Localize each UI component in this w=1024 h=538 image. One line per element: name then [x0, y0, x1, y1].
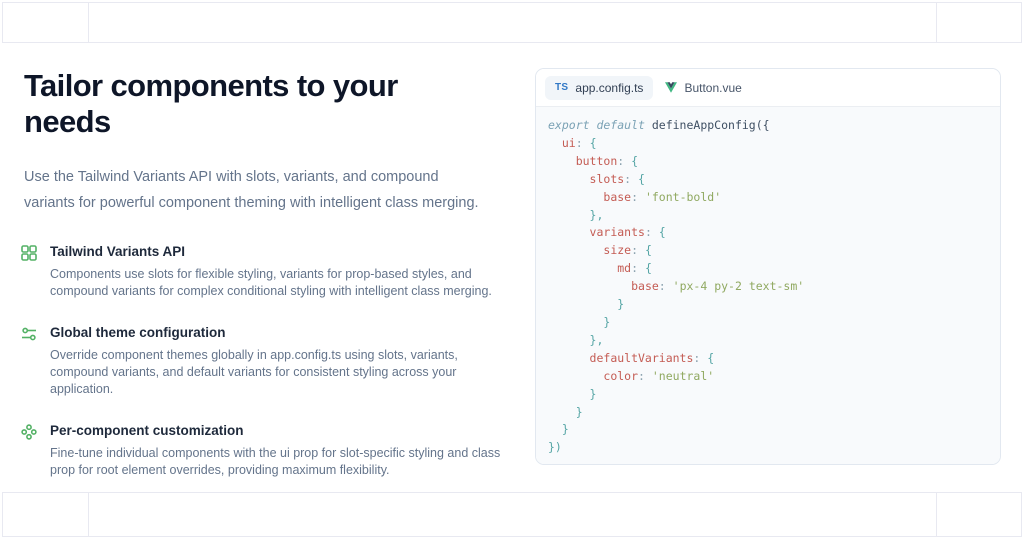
feature-title: Tailwind Variants API: [50, 244, 186, 259]
code-editor-card: TS app.config.ts Button.vue export defau…: [535, 68, 1001, 465]
grid-divider: [88, 3, 89, 42]
feature-title: Global theme configuration: [50, 325, 226, 340]
feature-description: Components use slots for flexible stylin…: [50, 267, 492, 298]
tab-label: Button.vue: [684, 80, 742, 95]
section-description: Use the Tailwind Variants API with slots…: [24, 169, 479, 211]
feature-title: Per-component customization: [50, 423, 244, 438]
grid-divider: [936, 3, 937, 42]
grid-divider: [936, 493, 937, 536]
top-grid-strip: [2, 2, 1022, 43]
typescript-icon: TS: [555, 82, 569, 93]
nodes-icon: [20, 423, 38, 441]
code-viewport: export default defineAppConfig({ ui: { b…: [536, 107, 1000, 464]
feature-item-per-component: Per-component customization Fine-tune in…: [20, 423, 506, 479]
feature-list: Tailwind Variants API Components use slo…: [20, 244, 506, 479]
page-title: Tailor components to your needs: [24, 68, 398, 139]
section-intro: Tailor components to your needs Use the …: [21, 68, 506, 479]
sliders-icon: [20, 325, 38, 343]
feature-item-global-theme: Global theme configuration Override comp…: [20, 325, 506, 398]
feature-description: Fine-tune individual components with the…: [50, 446, 501, 477]
tab-button-vue[interactable]: Button.vue: [655, 76, 751, 100]
grid-divider: [88, 493, 89, 536]
vue-icon: [665, 82, 678, 93]
grid-icon: [20, 244, 38, 262]
bottom-grid-strip: [2, 492, 1022, 537]
tab-label: app.config.ts: [575, 80, 644, 95]
feature-description: Override component themes globally in ap…: [50, 348, 458, 396]
code-block: export default defineAppConfig({ ui: { b…: [548, 118, 805, 455]
tab-app-config-ts[interactable]: TS app.config.ts: [545, 75, 654, 100]
feature-item-tailwind-variants: Tailwind Variants API Components use slo…: [20, 244, 506, 300]
code-tab-bar: TS app.config.ts Button.vue: [536, 69, 1000, 107]
